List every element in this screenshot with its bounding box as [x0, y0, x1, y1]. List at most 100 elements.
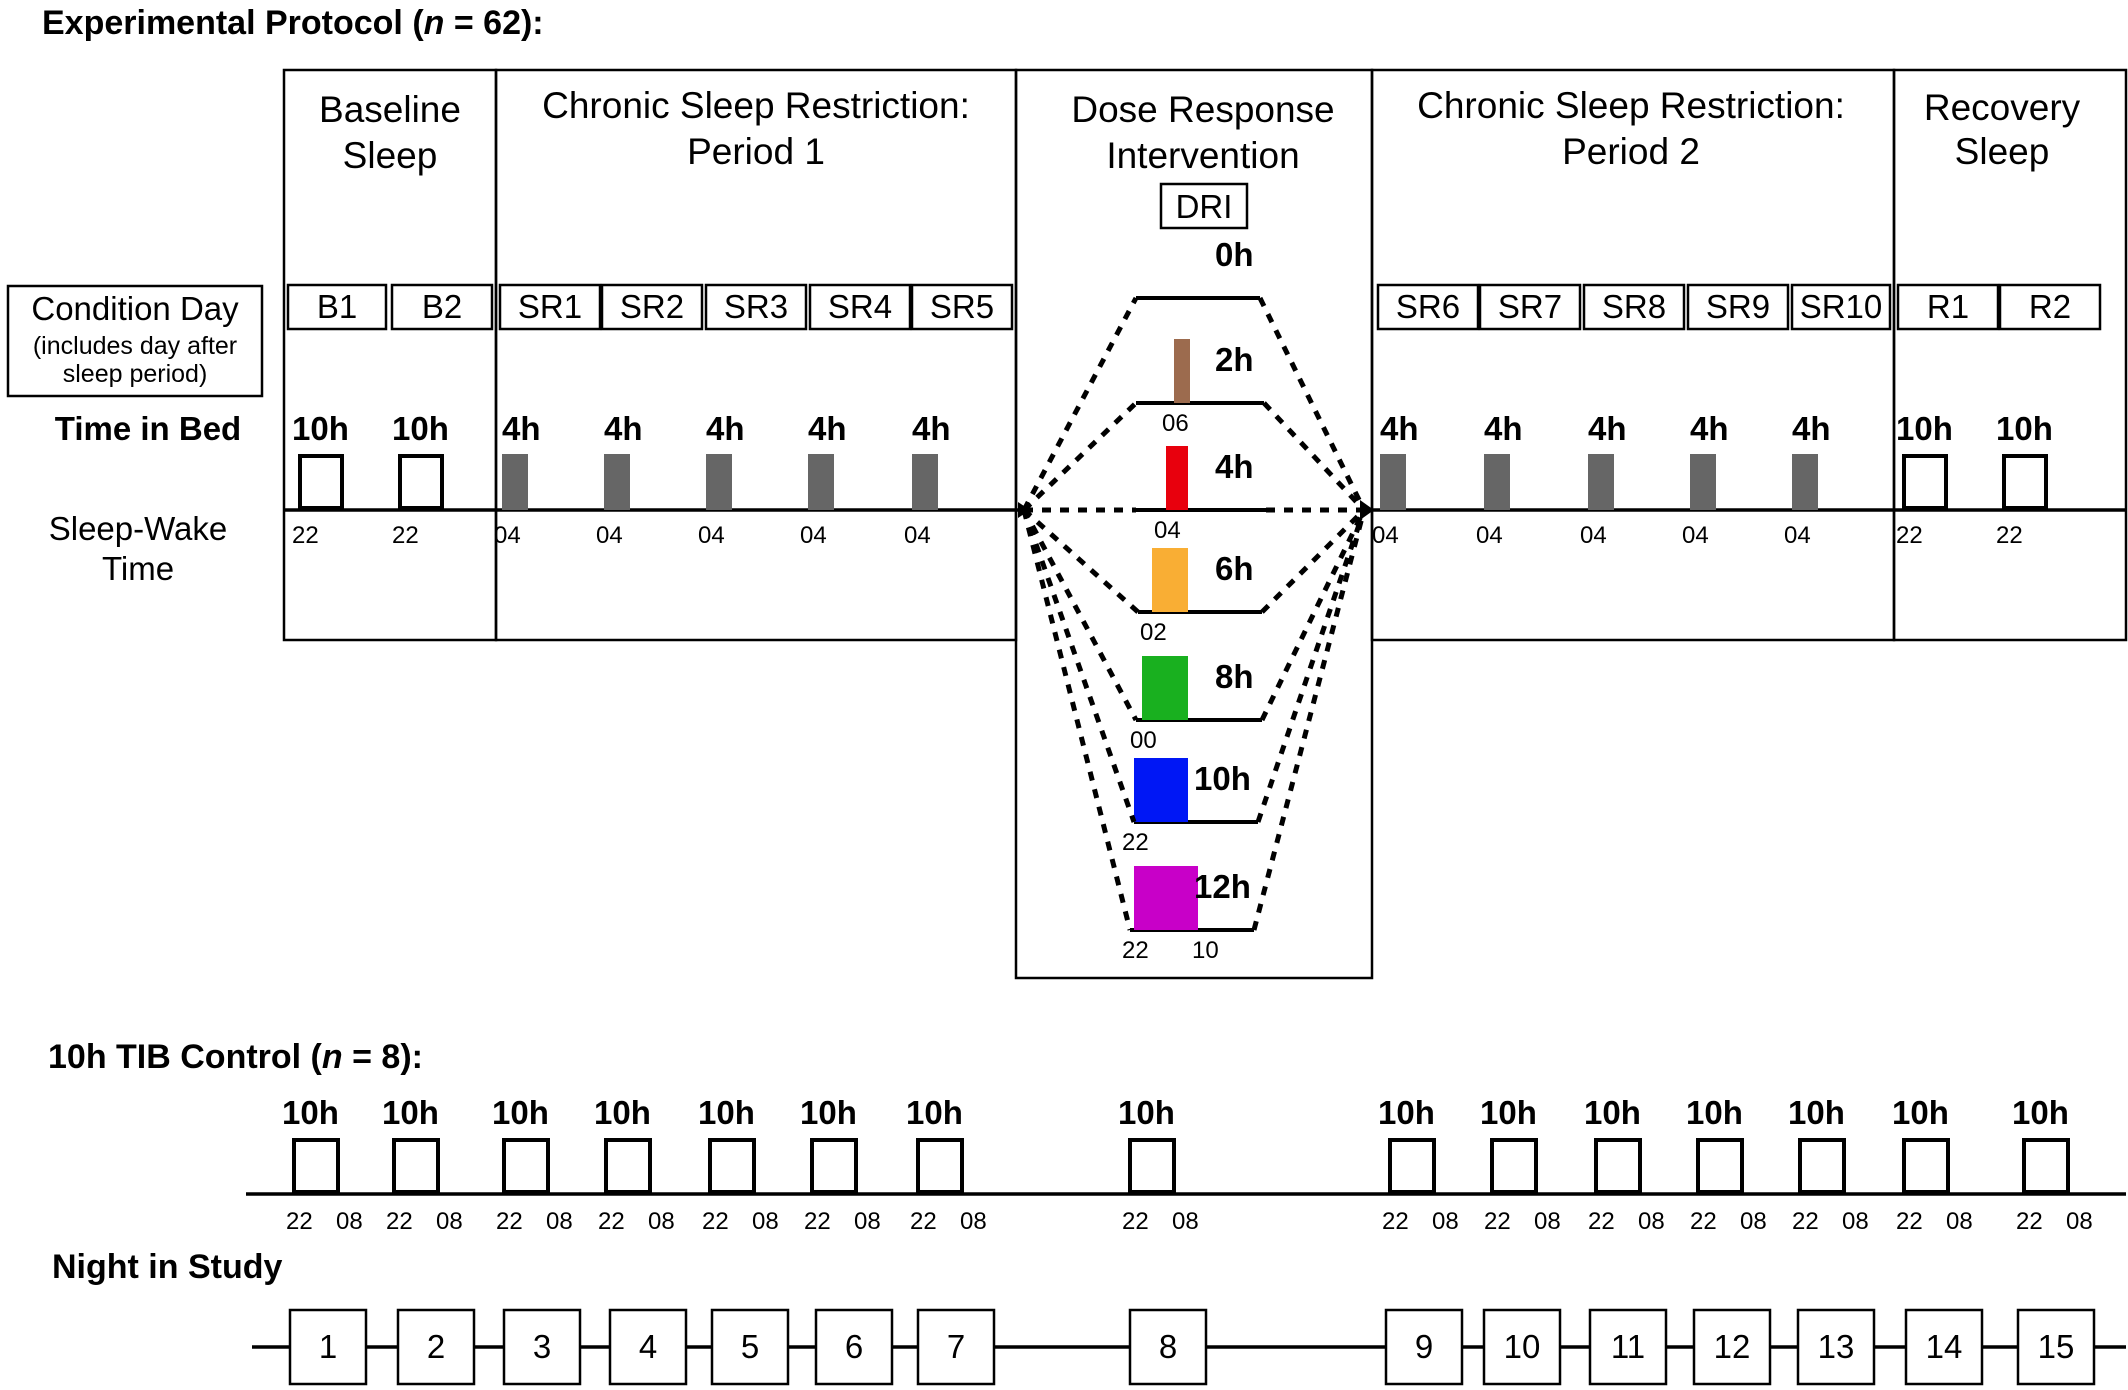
control-end-time: 08	[336, 1208, 363, 1235]
sleep-onset-time: 22	[392, 522, 419, 549]
night-number-12: 12	[1714, 1328, 1751, 1365]
sleep-onset-time: 04	[1476, 522, 1503, 549]
condition-day-box-sr4	[808, 283, 912, 331]
control-tib-label: 10h	[800, 1094, 857, 1131]
connector-arrowhead	[1360, 500, 1374, 520]
control-end-time: 08	[436, 1208, 463, 1235]
dose-start-time-2h: 06	[1162, 410, 1189, 437]
condition-day-label-sr10: SR10	[1800, 288, 1883, 325]
sleep-period-box	[1902, 454, 1948, 510]
condition-day-note-line1: (includes day after	[33, 332, 237, 360]
connector-right	[1251, 509, 1367, 931]
control-start-time: 22	[910, 1208, 937, 1235]
night-box-8	[1128, 1308, 1208, 1386]
sleep-period-box	[2002, 454, 2048, 510]
control-start-time: 22	[598, 1208, 625, 1235]
sleep-onset-time: 22	[1996, 522, 2023, 549]
control-tib-label: 10h	[382, 1094, 439, 1131]
control-sleep-box	[1902, 1138, 1950, 1194]
night-box-4	[608, 1308, 688, 1386]
sleep-period-bar	[1690, 454, 1716, 510]
dose-label-6h: 6h	[1215, 550, 1254, 587]
control-end-time: 08	[648, 1208, 675, 1235]
control-tib-label: 10h	[492, 1094, 549, 1131]
night-number-9: 9	[1415, 1328, 1433, 1365]
sleep-period-bar	[1792, 454, 1818, 510]
dose-start-time-6h: 02	[1140, 619, 1167, 646]
condition-day-box-sr8	[1582, 283, 1686, 331]
condition-day-box-sr6	[1376, 283, 1480, 331]
control-tib-label: 10h	[282, 1094, 339, 1131]
control-start-time: 22	[1792, 1208, 1819, 1235]
condition-day-label-sr9: SR9	[1706, 288, 1770, 325]
condition-day-label-r2: R2	[2029, 288, 2071, 325]
condition-day-label-b1: B1	[317, 288, 357, 325]
connector-origin-marker	[1018, 502, 1030, 518]
condition-day-label-sr6: SR6	[1396, 288, 1460, 325]
sleep-onset-time: 22	[1896, 522, 1923, 549]
connector-left	[1021, 296, 1139, 512]
sleep-wake-label-line1: Sleep-Wake	[49, 510, 228, 547]
condition-day-box-sr3	[704, 283, 808, 331]
control-start-time: 22	[1896, 1208, 1923, 1235]
control-end-time: 08	[752, 1208, 779, 1235]
control-sleep-box	[1594, 1138, 1642, 1194]
connector-right	[1257, 296, 1367, 512]
night-box-6	[814, 1308, 894, 1386]
control-tib-label: 10h	[1686, 1094, 1743, 1131]
control-sleep-box	[1490, 1138, 1538, 1194]
control-start-time: 22	[496, 1208, 523, 1235]
control-tib-label: 10h	[906, 1094, 963, 1131]
control-sleep-box	[292, 1138, 340, 1194]
condition-day-box-sr1	[498, 283, 602, 331]
condition-day-box-sr2	[600, 283, 704, 331]
tib-label: 10h	[1896, 410, 1953, 447]
control-start-time: 22	[1382, 1208, 1409, 1235]
sleep-onset-time: 22	[292, 522, 319, 549]
night-box-11	[1588, 1308, 1668, 1386]
condition-day-label-sr2: SR2	[620, 288, 684, 325]
time-in-bed-label: Time in Bed	[55, 410, 241, 447]
sleep-onset-time: 04	[494, 522, 521, 549]
sleep-period-bar	[808, 454, 834, 510]
dri-box	[1159, 182, 1249, 230]
night-box-5	[710, 1308, 790, 1386]
condition-day-label-sr3: SR3	[724, 288, 788, 325]
control-start-time: 22	[386, 1208, 413, 1235]
connector-right	[1260, 508, 1366, 614]
dose-bar-10h	[1134, 758, 1188, 822]
control-end-time: 08	[1638, 1208, 1665, 1235]
dose-start-time-4h: 04	[1154, 517, 1181, 544]
control-end-time: 08	[1946, 1208, 1973, 1235]
csr2-header-line1: Chronic Sleep Restriction:	[1417, 85, 1845, 126]
sleep-period-bar	[706, 454, 732, 510]
recovery-header-line1: Recovery	[1924, 87, 2081, 128]
control-start-time: 22	[1588, 1208, 1615, 1235]
sleep-period-bar	[604, 454, 630, 510]
control-start-time: 22	[286, 1208, 313, 1235]
night-box-7	[916, 1308, 996, 1386]
sleep-period-bar	[1380, 454, 1406, 510]
control-sleep-marks: 10h 22 08 10h 22 08 10h 22 08 10h 22 08 10h 22 08 10h 22…	[282, 1094, 2093, 1235]
dri-header-line2: Intervention	[1106, 135, 1299, 176]
dose-start-time-12h: 22	[1122, 937, 1149, 964]
condition-day-label-r1: R1	[1927, 288, 1969, 325]
dose-label-8h: 8h	[1215, 658, 1254, 695]
csr1-header-line1: Chronic Sleep Restriction:	[542, 85, 970, 126]
control-end-time: 08	[2066, 1208, 2093, 1235]
condition-day-box-sr7	[1478, 283, 1582, 331]
sleep-period-box	[298, 454, 344, 510]
phase-frames	[282, 68, 2128, 980]
control-end-time: 08	[1740, 1208, 1767, 1235]
dose-bar-8h	[1142, 656, 1188, 720]
control-end-time: 08	[960, 1208, 987, 1235]
connector-right	[1259, 508, 1367, 722]
sleep-period-bar	[1588, 454, 1614, 510]
connector-left	[1021, 509, 1137, 823]
control-start-time: 22	[2016, 1208, 2043, 1235]
control-sleep-box	[708, 1138, 756, 1194]
condition-day-box-b2	[390, 283, 494, 331]
control-start-time: 22	[804, 1208, 831, 1235]
control-end-time: 08	[546, 1208, 573, 1235]
